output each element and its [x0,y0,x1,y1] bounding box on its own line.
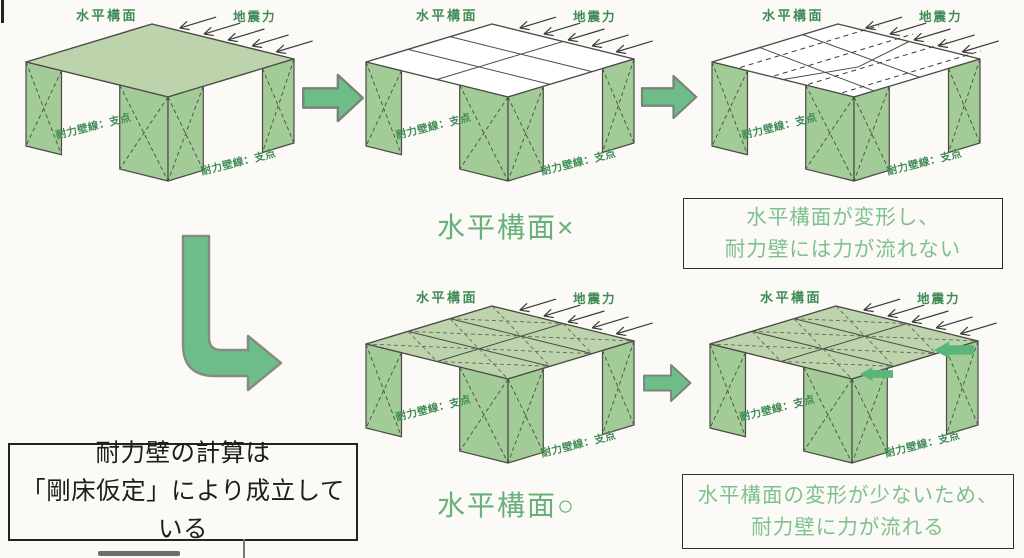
roof-plane-label: 水平構面 [76,8,139,23]
scan-artifact [98,551,180,556]
caption-roof-ok: 水平構面○ [437,490,576,521]
roof-plane-label: 水平構面 [760,290,823,305]
house-structure-drawing [365,16,653,182]
right-arrow-icon [643,364,692,402]
roof-plane-label: 水平構面 [416,290,479,305]
house-structure-drawing [709,298,997,464]
conclusion-line2: 「剛床仮定」により成立している [21,478,345,543]
diagram-roof-ok: 水平構面 地震力 耐力壁線：支点 耐力壁線：支点 [340,282,680,494]
seismic-force-label: 地震力 [919,10,963,24]
right-arrow-icon [640,74,698,120]
curved-down-right-arrow-icon [181,234,283,392]
diagram-roof-ng: 水平構面 地震力 耐力壁線：支点 耐力壁線：支点 [340,0,680,212]
ok-note-box: 水平構面の変形が少ないため、 耐力壁に力が流れる [682,474,1014,549]
deform-note-box: 水平構面が変形し、 耐力壁には力が流れない [683,198,1003,269]
scan-artifact [1,0,4,23]
ok-note-line2: 耐力壁に力が流れる [751,515,945,539]
seismic-force-label: 地震力 [573,292,617,306]
right-arrow-icon [302,73,365,123]
roof-plane-label: 水平構面 [416,8,479,23]
house-structure-drawing [25,16,313,182]
diagram-solid-roof: 水平構面 地震力 耐力壁線：支点 耐力壁線：支点 [0,0,340,212]
house-structure-drawing [365,298,653,464]
ok-note-line1: 水平構面の変形が少ないため、 [697,483,999,507]
seismic-force-label: 地震力 [233,10,277,24]
scan-artifact [243,539,245,558]
diagram-roof-deformed: 水平構面 地震力 耐力壁線：支点 耐力壁線：支点 [686,0,1024,212]
seismic-force-label: 地震力 [573,10,617,24]
diagram-force-flow: 水平構面 地震力 耐力壁線：支点 耐力壁線：支点 [684,282,1024,494]
deform-note-line2: 耐力壁には力が流れない [724,237,962,261]
caption-roof-ng: 水平構面× [437,212,576,243]
seismic-force-label: 地震力 [917,292,961,306]
house-structure-drawing [711,16,999,182]
conclusion-box: 耐力壁の計算は 「剛床仮定」により成立している [8,440,358,543]
roof-plane-label: 水平構面 [762,8,825,23]
deform-note-line1: 水平構面が変形し、 [746,205,940,229]
conclusion-line1: 耐力壁の計算は [95,440,271,468]
